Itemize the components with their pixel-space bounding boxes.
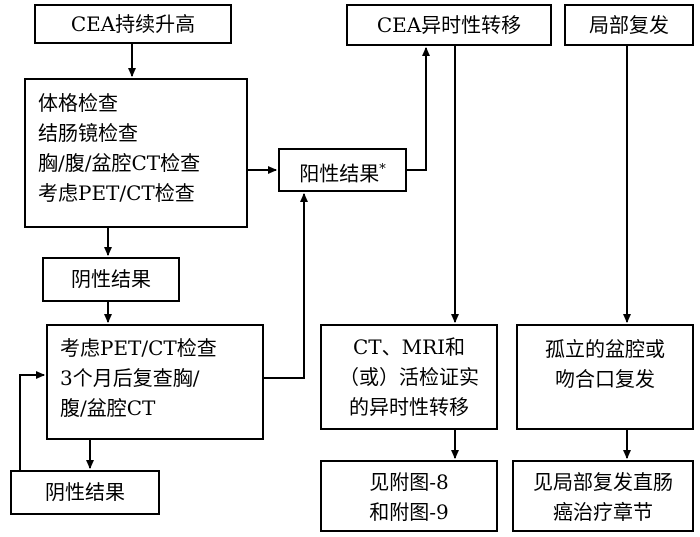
- node-positive-label: 阳性结果*: [280, 150, 405, 194]
- node-recheck: 考虑PET/CT检查 3个月后复查胸/ 腹/盆腔CT: [46, 324, 264, 440]
- node-negative-2-label: 阴性结果: [45, 480, 125, 504]
- node-isolated-recurrence: 孤立的盆腔或 吻合口复发: [516, 324, 694, 430]
- node-see-chapter: 见局部复发直肠 癌治疗章节: [512, 460, 694, 532]
- recheck-line-2: 3个月后复查胸/: [60, 366, 200, 390]
- node-workup: 体格检查 结肠镜检查 胸/腹/盆腔CT检查 考虑PET/CT检查: [24, 78, 248, 228]
- workup-line-3: 胸/腹/盆腔CT检查: [38, 151, 201, 175]
- recheck-line-1: 考虑PET/CT检查: [60, 336, 217, 360]
- node-positive-text: 阳性结果: [299, 161, 380, 186]
- workup-line-1: 体格检查: [38, 91, 118, 115]
- workup-line-2: 结肠镜检查: [38, 121, 138, 145]
- node-negative-1: 阴性结果: [42, 257, 180, 302]
- node-metachronous-label: CEA异时性转移: [376, 13, 522, 37]
- node-positive-mark: *: [379, 162, 386, 177]
- isolated-line-1: 孤立的盆腔或: [545, 337, 665, 361]
- see-chapter-line-1: 见局部复发直肠: [533, 470, 673, 494]
- node-negative-2: 阴性结果: [10, 470, 160, 515]
- node-cea-rise: CEA持续升高: [34, 4, 232, 44]
- arrow-recheck-to-positive: [264, 193, 308, 379]
- node-positive: 阳性结果*: [278, 148, 407, 192]
- node-see-figures: 见附图-8 和附图-9: [320, 460, 498, 532]
- arrow-negative2-loop: [19, 371, 45, 470]
- arrow-positive-to-metachronous: [407, 47, 430, 171]
- node-confirmed: CT、MRI和 （或）活检证实 的异时性转移: [320, 324, 498, 430]
- confirmed-line-3: 的异时性转移: [349, 395, 469, 419]
- workup-line-4: 考虑PET/CT检查: [38, 181, 195, 205]
- node-local-recurrence: 局部复发: [564, 4, 694, 46]
- see-figures-line-2: 和附图-9: [369, 500, 449, 524]
- isolated-line-2: 吻合口复发: [555, 367, 655, 391]
- confirmed-line-1: CT、MRI和: [352, 335, 466, 359]
- node-local-recurrence-label: 局部复发: [589, 13, 669, 37]
- confirmed-line-2: （或）活检证实: [339, 365, 479, 389]
- node-cea-rise-label: CEA持续升高: [70, 12, 196, 36]
- node-metachronous: CEA异时性转移: [346, 4, 552, 46]
- see-chapter-line-2: 癌治疗章节: [553, 500, 653, 524]
- see-figures-line-1: 见附图-8: [369, 470, 449, 494]
- node-negative-1-label: 阴性结果: [71, 267, 151, 291]
- recheck-line-3: 腹/盆腔CT: [60, 396, 156, 420]
